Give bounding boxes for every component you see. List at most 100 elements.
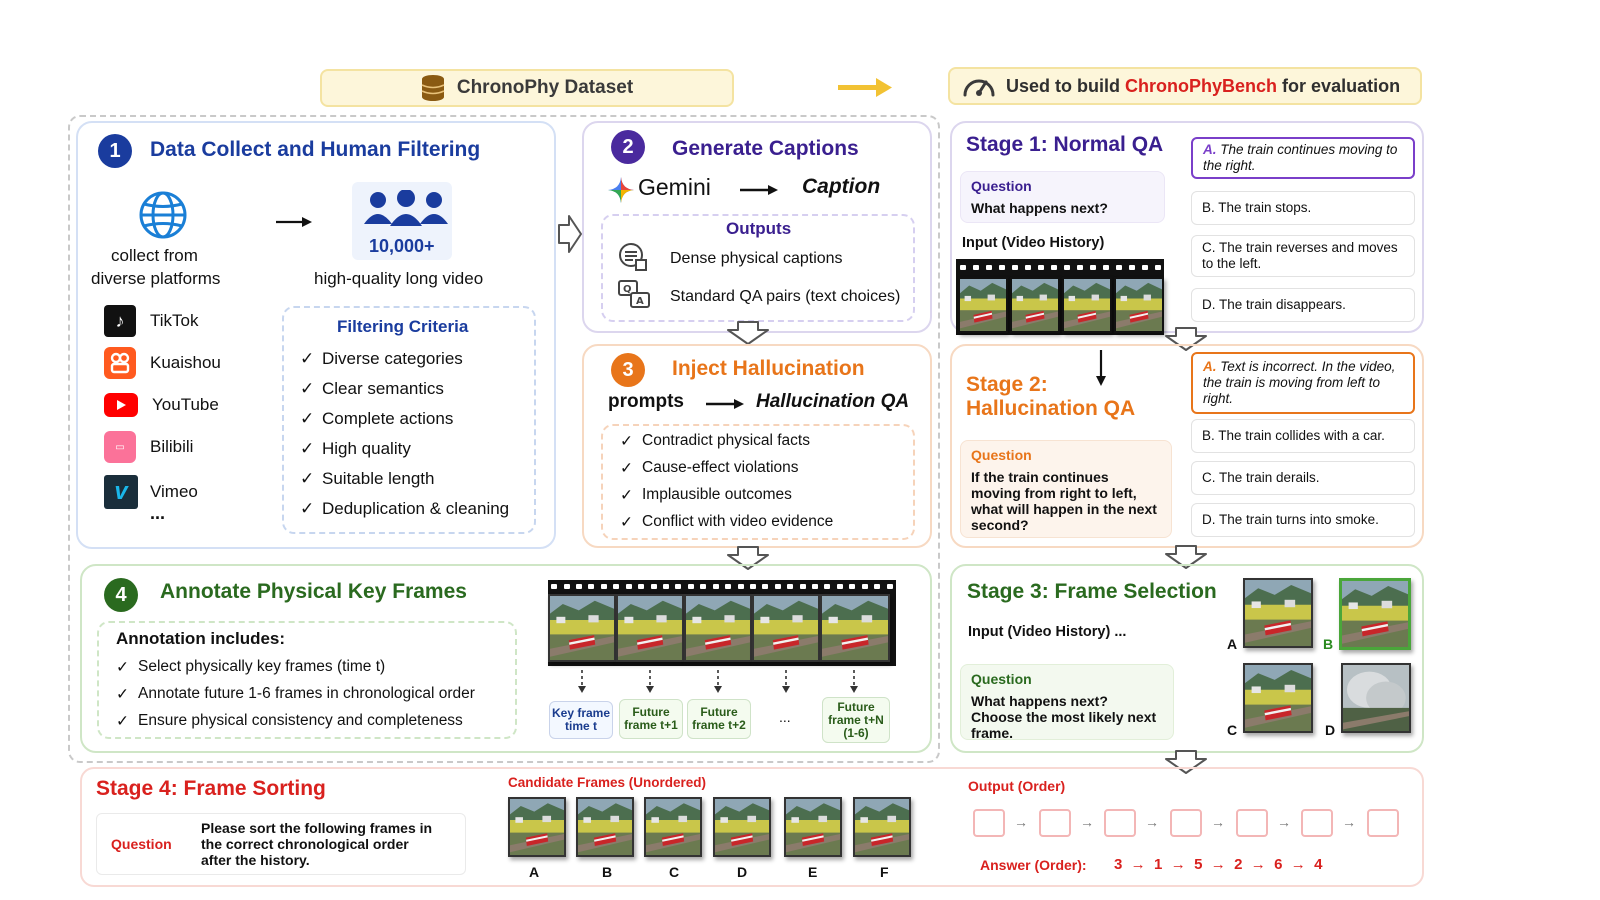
order-slot[interactable] (1104, 809, 1136, 837)
filtering-criteria-box (282, 306, 536, 534)
candidate-frame-c[interactable] (644, 797, 702, 857)
panel4-title: Annotate Physical Key Frames (160, 580, 467, 603)
stage2-question-label: Question (971, 447, 1032, 463)
choice-label-a: A (1227, 636, 1238, 652)
answer-item: 2 (1234, 856, 1243, 873)
stage2-option-d[interactable]: D. The train turns into smoke. (1191, 503, 1415, 537)
candidate-label: C (669, 864, 680, 880)
candidate-frame-d[interactable] (713, 797, 771, 857)
step-badge-4: 4 (104, 578, 138, 612)
candidate-frame-e[interactable] (784, 797, 842, 857)
hollow-arrow-down-icon (1165, 327, 1207, 351)
stage1-option-d[interactable]: D. The train disappears. (1191, 288, 1415, 322)
platform-youtube: YouTube (104, 389, 304, 421)
stage2-option-b[interactable]: B. The train collides with a car. (1191, 419, 1415, 453)
key-frame-thumbnail (684, 594, 752, 662)
stage2-title-1: Stage 2: (966, 373, 1048, 396)
order-slot[interactable] (973, 809, 1005, 837)
order-slot[interactable] (1039, 809, 1071, 837)
gemini-label: Gemini (638, 174, 711, 200)
key-frame-thumbnail (820, 594, 890, 662)
arrow-right-icon: → (1206, 856, 1230, 873)
platform-label: TikTok (150, 311, 199, 330)
collect-label-1: collect from (111, 246, 198, 265)
candidate-frame-b[interactable] (576, 797, 634, 857)
order-slot[interactable] (1301, 809, 1333, 837)
panel3-title: Inject Hallucination (672, 357, 865, 380)
answer-item: 1 (1154, 856, 1163, 873)
panel-stage4 (80, 767, 1424, 887)
output-order-label: Output (Order) (968, 778, 1066, 794)
candidate-frame-a[interactable] (508, 797, 566, 857)
option-text: B. The train stops. (1202, 200, 1312, 215)
choice-frame-b[interactable] (1339, 578, 1411, 650)
annotation-item: Annotate future 1-6 frames in chronologi… (116, 685, 475, 712)
criteria-item: Clear semantics (300, 379, 509, 409)
step-badge-2: 2 (611, 130, 645, 164)
hollow-arrow-right-icon (558, 215, 582, 253)
stage4-question-label: Question (111, 836, 172, 852)
criteria-item: High quality (300, 439, 509, 469)
stage2-option-a[interactable]: A. Text is incorrect. In the video, the … (1191, 352, 1415, 414)
criteria-item: Complete actions (300, 409, 509, 439)
hallucination-item: Contradict physical facts (620, 432, 833, 459)
choice-frame-d[interactable] (1341, 663, 1411, 733)
hollow-arrow-down-icon (727, 321, 769, 345)
stage4-title: Stage 4: Frame Sorting (96, 777, 326, 800)
key-frame-thumbnail (548, 594, 616, 662)
step-badge-3: 3 (611, 353, 645, 387)
stage1-option-b[interactable]: B. The train stops. (1191, 191, 1415, 225)
option-text: The train continues moving to the right. (1203, 142, 1398, 173)
output-item: Standard QA pairs (text choices) (670, 288, 901, 305)
frame-label-future-2: Future frame t+2 (687, 699, 751, 739)
hollow-arrow-down-icon (1165, 750, 1207, 774)
stage1-option-c[interactable]: C. The train reverses and moves to the l… (1191, 235, 1415, 277)
dataset-label: ChronoPhy Dataset (456, 77, 634, 98)
order-slot[interactable] (1236, 809, 1268, 837)
video-count: 10,000+ (369, 236, 435, 256)
arrow-right-icon: → (1166, 856, 1190, 873)
choice-frame-c[interactable] (1243, 663, 1313, 733)
candidates-label: Candidate Frames (Unordered) (508, 775, 707, 790)
qa-chat-icon: Q A (618, 280, 650, 308)
stage3-question-text: What happens next? Choose the most likel… (971, 693, 1157, 741)
hallucination-types-list: Contradict physical facts Cause-effect v… (620, 432, 833, 540)
stage2-option-c[interactable]: C. The train derails. (1191, 461, 1415, 495)
panel1-title: Data Collect and Human Filtering (150, 138, 481, 161)
answer-item: 3 (1114, 856, 1123, 873)
bilibili-icon: ▭ (104, 431, 136, 463)
vimeo-icon: v (104, 475, 138, 509)
tiktok-icon: ♪ (104, 305, 136, 337)
hollow-arrow-down-icon (727, 546, 769, 570)
hallucination-item: Implausible outcomes (620, 486, 833, 513)
arrow-right-icon: → (1286, 856, 1310, 873)
hollow-arrow-down-icon (1165, 545, 1207, 569)
answer-item: 5 (1194, 856, 1203, 873)
order-slot[interactable] (1170, 809, 1202, 837)
option-letter: A. (1203, 359, 1217, 374)
choice-frame-a[interactable] (1243, 578, 1313, 648)
choice-label-d: D (1325, 722, 1336, 738)
frame-label-future-1: Future frame t+1 (619, 699, 683, 739)
gemini-sparkle-icon (608, 177, 634, 203)
stage3-question-box: Question What happens next? Choose the m… (960, 664, 1174, 741)
stage4-question-text: Please sort the following frames in the … (201, 820, 433, 868)
dataset-banner: ChronoPhy Dataset (320, 69, 734, 107)
stage2-question-box: Question If the train continues moving f… (960, 440, 1172, 538)
arrow-right-icon (838, 78, 892, 97)
bench-banner: Used to build ChronoPhyBench for evaluat… (948, 67, 1422, 105)
arrow-right-icon: → (1126, 856, 1150, 873)
order-slot[interactable] (1367, 809, 1399, 837)
platform-more: ... (150, 503, 166, 523)
bench-name: ChronoPhyBench (1125, 75, 1278, 96)
choice-label-c: C (1227, 722, 1238, 738)
globe-icon (139, 191, 187, 239)
candidate-label: A (529, 864, 540, 880)
hallucination-item: Cause-effect violations (620, 459, 833, 486)
stage1-option-a[interactable]: A. The train continues moving to the rig… (1191, 137, 1415, 179)
frame-label-ellipsis: ... (779, 709, 791, 725)
kuaishou-icon (104, 347, 136, 379)
arrow-right-icon: → (1080, 814, 1094, 830)
stage3-question-label: Question (971, 671, 1032, 687)
candidate-frame-f[interactable] (853, 797, 911, 857)
